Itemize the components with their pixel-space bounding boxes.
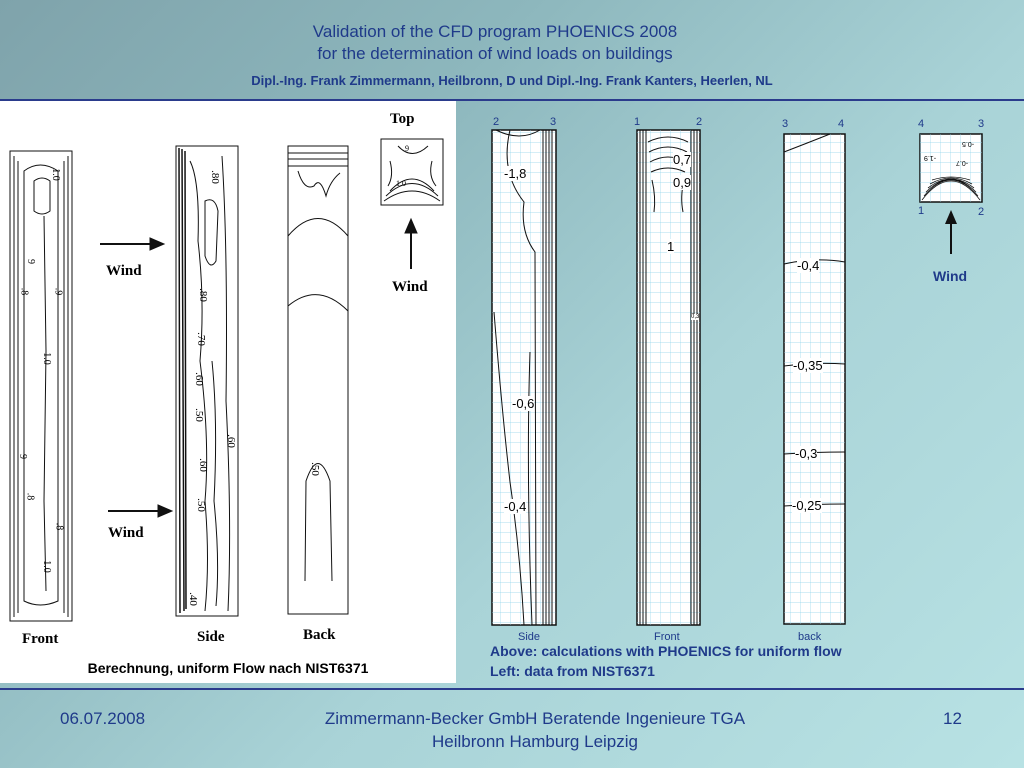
footer-cities: Heilbronn Hamburg Leipzig <box>431 732 638 751</box>
nist-data-panel: 1.0 9 .8 .9 1.0 9 .8 .8 1.0 .80 .80 .70 … <box>0 101 456 683</box>
side-contour-label: .60 <box>196 458 209 472</box>
top-corner-tl: 4 <box>918 118 925 130</box>
front-contour-label: 9 <box>17 454 28 459</box>
top-contour-label: 1.0 <box>396 179 406 188</box>
wind-label-top: Wind <box>392 279 428 295</box>
front-contour-label: 1.0 <box>40 352 52 365</box>
side-panel-label: Side <box>518 631 541 643</box>
slide-title-line2: for the determination of wind loads on b… <box>317 44 673 63</box>
top-view-label: Top <box>390 111 415 127</box>
front-contour-label: .8 <box>24 492 36 501</box>
front-contour-label: 1.0 <box>49 168 61 181</box>
side-value: -0,6 <box>512 396 535 411</box>
front-label: Front <box>22 631 59 647</box>
phoenics-back-panel <box>783 133 846 625</box>
top-view-value: -0.7 <box>956 159 969 166</box>
side-contour-label: .60 <box>192 372 205 386</box>
front-contour-label: 1.0 <box>40 560 52 573</box>
front-corner-right: 2 <box>696 116 703 128</box>
top-view-nist <box>380 138 444 206</box>
side-elevation <box>175 145 239 617</box>
top-corner-tr: 3 <box>978 118 985 130</box>
front-panel-label: Front <box>654 631 680 643</box>
phoenics-side-panel <box>491 129 557 626</box>
side-contour-label: .50 <box>192 408 205 422</box>
back-panel-label: back <box>798 631 822 643</box>
front-contour-label: 9 <box>25 259 36 264</box>
top-corner-bl: 1 <box>918 205 925 217</box>
front-contour-label: .8 <box>18 287 30 296</box>
top-corner-br: 2 <box>978 206 985 218</box>
side-corner-right: 3 <box>550 116 557 128</box>
top-view-value: -1.9 <box>924 154 937 161</box>
top-view-value: -0.5 <box>962 140 975 147</box>
nist-caption: Berechnung, uniform Flow nach NIST6371 <box>87 660 369 676</box>
note-line1: Above: calculations with PHOENICS for un… <box>490 643 842 659</box>
front-value: 0,3 <box>691 314 700 320</box>
side-contour-label: .50 <box>194 498 207 512</box>
back-contour-label: .50 <box>308 462 321 476</box>
wind-label-phoenics: Wind <box>933 268 968 284</box>
front-value: 0,7 <box>673 152 692 167</box>
slide-title-line1: Validation of the CFD program PHOENICS 2… <box>312 22 678 41</box>
back-elevation <box>287 145 349 615</box>
header-divider <box>0 99 1024 101</box>
side-value: -0,4 <box>504 499 527 514</box>
side-contour-label: .60 <box>224 434 237 448</box>
front-value: 0,9 <box>673 175 692 190</box>
back-corner-right: 4 <box>838 118 845 130</box>
side-corner-left: 2 <box>493 116 500 128</box>
side-contour-label: .70 <box>194 332 207 346</box>
front-corner-left: 1 <box>634 116 641 128</box>
page-number: 12 <box>943 709 962 728</box>
front-value: 1 <box>667 239 675 254</box>
footer-divider <box>0 688 1024 690</box>
back-value: -0,35 <box>793 358 823 373</box>
front-contour-label: .9 <box>52 287 64 296</box>
top-contour-label: 9 <box>405 144 409 153</box>
back-label: Back <box>303 627 336 643</box>
wind-arrows-nist <box>100 217 418 518</box>
back-value: -0,25 <box>792 498 822 513</box>
footer-date: 06.07.2008 <box>60 709 146 728</box>
side-value: -1,8 <box>504 166 527 181</box>
back-value: -0,4 <box>797 258 820 273</box>
note-line2: Left: data from NIST6371 <box>490 663 655 679</box>
nist-contour-drawings <box>9 138 444 622</box>
wind-label-lower: Wind <box>108 525 144 541</box>
side-contour-label: .80 <box>208 170 221 184</box>
footer-company: Zimmermann-Becker GmbH Beratende Ingenie… <box>324 709 746 728</box>
back-corner-left: 3 <box>782 118 789 130</box>
front-elevation <box>9 150 73 622</box>
side-contour-label: .80 <box>196 288 209 302</box>
phoenics-contour-drawings <box>491 129 983 626</box>
front-contour-label: .8 <box>53 522 65 531</box>
phoenics-top-view <box>919 133 983 254</box>
side-label: Side <box>197 629 225 645</box>
authors: Dipl.-Ing. Frank Zimmermann, Heilbronn, … <box>251 73 773 88</box>
wind-label-upper: Wind <box>106 263 142 279</box>
side-contour-label: .40 <box>186 592 199 606</box>
back-value: -0,3 <box>795 446 818 461</box>
phoenics-front-panel <box>636 129 701 626</box>
